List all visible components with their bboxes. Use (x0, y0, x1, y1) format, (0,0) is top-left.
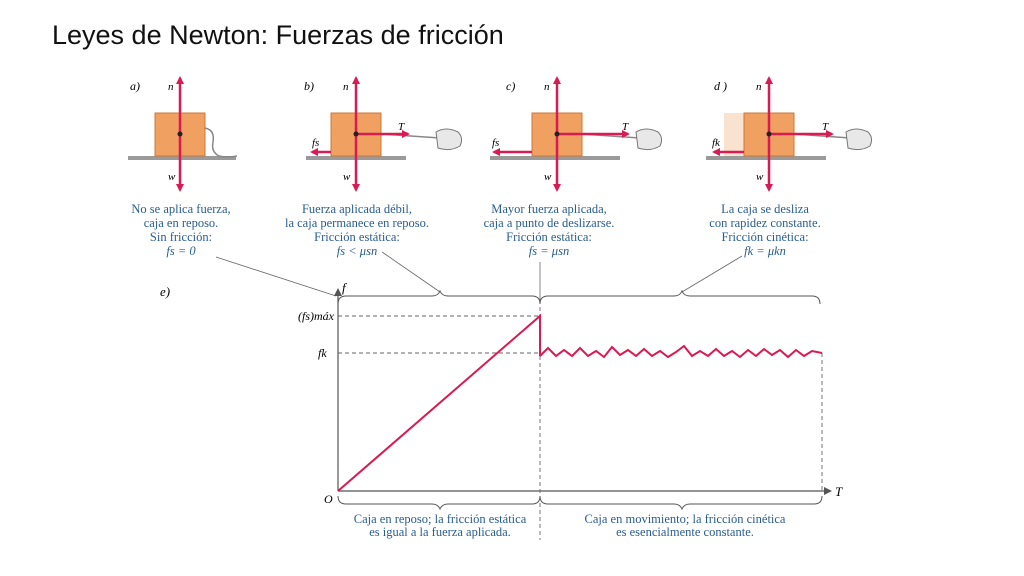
panel-d-t-label: T (822, 121, 829, 133)
fk-label: fk (318, 346, 327, 360)
x-axis-label: T (835, 484, 843, 499)
page-title: Leyes de Newton: Fuerzas de fricción (52, 20, 504, 50)
panel-c-f-label: fs (492, 137, 499, 149)
caption-c-line3: Fricción estática: (506, 230, 592, 244)
caption-d-line2: con rapidez constante. (709, 216, 821, 230)
caption-d-line3: Fricción cinética: (721, 230, 809, 244)
static-note-line1: Caja en reposo; la fricción estática (353, 512, 527, 526)
caption-b-equation: fs < μsn (336, 244, 378, 258)
panel-d-n-label: n (756, 81, 762, 93)
caption-c-line2: caja a punto de deslizarse. (483, 216, 615, 230)
caption-a-equation: fs = 0 (166, 244, 196, 258)
leader-line-b (381, 251, 441, 293)
kinetic-friction-line (539, 344, 823, 359)
panel-b-t-label: T (398, 121, 405, 133)
caption-a-line3: Sin fricción: (149, 230, 213, 244)
brace-static-bottom (337, 495, 541, 511)
graph-letter: e) (160, 284, 170, 299)
panel-a-w-label: w (168, 171, 176, 183)
panel-d-w-label: w (756, 171, 764, 183)
panel-c-n-label: n (544, 81, 550, 93)
panel-d-letter: d ) (714, 79, 727, 93)
panel-c-t-label: T (622, 121, 629, 133)
caption-a-line1: No se aplica fuerza, (131, 202, 231, 216)
brace-kinetic-bottom (539, 495, 823, 511)
panel-d-motion-blur (724, 113, 744, 156)
caption-a-line2: caja en reposo. (143, 216, 219, 230)
panel-c-floor (490, 156, 620, 160)
static-friction-line (337, 313, 541, 492)
panel-c: c) n w T fs (490, 76, 663, 192)
y-axis-label: f (342, 280, 348, 295)
panel-a-center-dot (177, 131, 183, 137)
caption-b-line3: Fricción estática: (314, 230, 400, 244)
panel-b: b) n w T fs (304, 76, 463, 192)
caption-c-line1: Mayor fuerza aplicada, (491, 202, 607, 216)
caption-b-line1: Fuerza aplicada débil, (301, 202, 413, 216)
fs-max-label: (fs)máx (298, 309, 335, 323)
caption-b-line2: la caja permanece en reposo. (284, 216, 429, 230)
kinetic-note-line1: Caja en movimiento; la fricción cinética (584, 512, 786, 526)
panel-a: a) n w (128, 76, 238, 192)
panel-d: d ) n w T fk (706, 76, 873, 192)
panel-b-hand (435, 128, 463, 151)
panel-b-letter: b) (304, 79, 314, 93)
caption-d-equation: fk = μkn (744, 244, 786, 258)
panel-d-floor (706, 156, 826, 160)
caption-b: Fuerza aplicada débil, la caja permanece… (262, 202, 452, 258)
panel-d-hand (845, 128, 873, 151)
panel-b-f-label: fs (312, 137, 319, 149)
friction-graph: e) f T O (fs)máx fk (160, 280, 843, 540)
panel-c-hand (635, 128, 663, 151)
panel-a-rope (204, 127, 238, 158)
panel-a-n-label: n (168, 81, 174, 93)
panel-b-n-label: n (343, 81, 349, 93)
panel-b-w-label: w (343, 171, 351, 183)
kinetic-note-line2: es esencialmente constante. (616, 525, 754, 539)
panel-c-center-dot (554, 131, 560, 137)
caption-a: No se aplica fuerza, caja en reposo. Sin… (86, 202, 276, 258)
panel-d-center-dot (766, 131, 772, 137)
caption-d-line1: La caja se desliza (721, 202, 809, 216)
panel-a-floor (128, 156, 236, 160)
panel-c-w-label: w (544, 171, 552, 183)
panel-c-letter: c) (506, 79, 515, 93)
leader-line-a (215, 256, 337, 297)
static-note: Caja en reposo; la fricción estática es … (340, 513, 540, 539)
kinetic-note: Caja en movimiento; la fricción cinética… (570, 513, 800, 539)
panel-a-letter: a) (130, 79, 140, 93)
panel-d-f-label: fk (712, 137, 721, 149)
caption-d: La caja se desliza con rapidez constante… (670, 202, 860, 258)
leader-line-d (681, 255, 743, 293)
brace-static-top (337, 289, 541, 305)
static-note-line2: es igual a la fuerza aplicada. (369, 525, 511, 539)
panel-b-center-dot (353, 131, 359, 137)
caption-c: Mayor fuerza aplicada, caja a punto de d… (454, 202, 644, 258)
brace-kinetic-top (539, 289, 821, 305)
origin-label: O (324, 492, 333, 506)
caption-c-equation: fs = μsn (528, 244, 570, 258)
